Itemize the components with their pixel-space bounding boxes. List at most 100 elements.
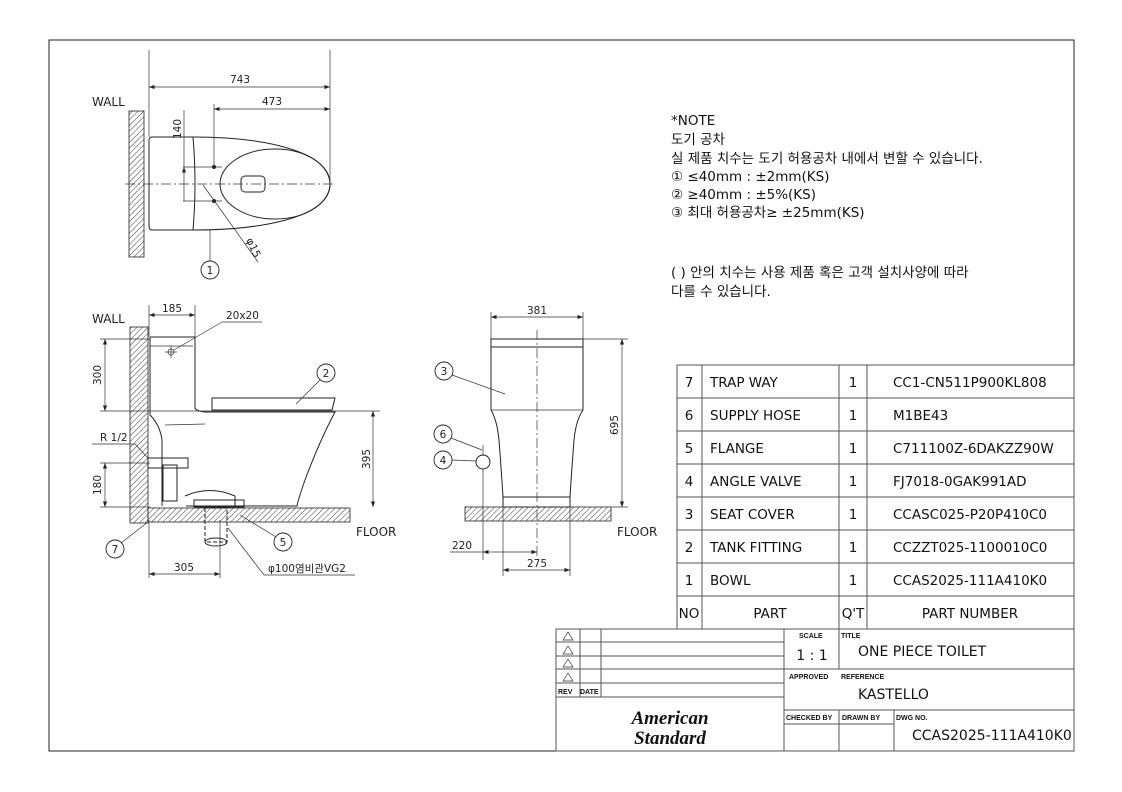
dim-275: 275 <box>527 558 547 570</box>
seat <box>211 397 336 411</box>
revision-triangle-icon <box>562 645 574 655</box>
table-cell-part-number: CC1-CN511P900KL808 <box>893 375 1047 391</box>
side-view: WALL 185 20x20 300 395 180 <box>92 303 396 578</box>
table-cell-part: TRAP WAY <box>709 375 779 391</box>
rev-label: REV <box>558 689 573 696</box>
svg-text:6: 6 <box>440 429 447 441</box>
dwg-no-value: CCAS2025-111A410K0 <box>912 728 1072 744</box>
note-line: ( ) 안의 치수는 사용 제품 혹은 고객 설치사양에 따라 <box>671 265 969 281</box>
scale-label: SCALE <box>799 633 823 640</box>
floor-label-side: FLOOR <box>356 525 396 539</box>
table-cell-part: SUPPLY HOSE <box>710 408 801 424</box>
table-cell-part: SEAT COVER <box>710 507 795 523</box>
balloon-2 <box>316 363 336 383</box>
dim-300: 300 <box>92 365 104 385</box>
wall-hatch-side <box>129 326 149 524</box>
angle-valve-side <box>147 457 189 469</box>
approved-label: APPROVED <box>789 674 828 681</box>
dim-phi15: φ15 <box>243 236 262 259</box>
drain-pipe <box>204 507 228 543</box>
svg-text:7: 7 <box>112 544 119 556</box>
pipe-spec: φ100염비관VG2 <box>268 563 346 575</box>
flange <box>193 499 245 508</box>
dim-220: 220 <box>452 540 472 552</box>
title-value: ONE PIECE TOILET <box>858 644 987 660</box>
reference-label: REFERENCE <box>841 674 885 681</box>
dim-20x20: 20x20 <box>226 310 259 322</box>
top-view: WALL 743 473 140 φ15 1 <box>92 50 336 280</box>
balloon-7 <box>105 539 125 559</box>
table-cell-no: 3 <box>685 507 694 523</box>
wall-label-side: WALL <box>92 312 125 326</box>
floor-hatch-side <box>147 507 351 523</box>
dwg-no-label: DWG NO. <box>896 715 928 722</box>
dim-395: 395 <box>361 449 373 469</box>
drawn-by-label: DRAWN BY <box>842 715 880 722</box>
table-cell-part-number: FJ7018-0GAK991AD <box>893 474 1027 490</box>
dim-473: 473 <box>262 96 282 108</box>
dim-180: 180 <box>92 475 104 495</box>
note-heading: *NOTE <box>671 113 715 129</box>
table-cell-no: 7 <box>685 375 694 391</box>
revision-triangle-icon <box>562 658 574 668</box>
revision-triangle-icon <box>562 631 574 641</box>
note-block: *NOTE 도기 공차 실 제품 치수는 도기 허용공차 내에서 변할 수 있습… <box>671 113 983 300</box>
svg-text:3: 3 <box>441 366 448 378</box>
toilet-profile <box>150 336 336 507</box>
table-cell-part-number: CCASC025-P20P410C0 <box>893 507 1047 523</box>
dim-r12: R 1/2 <box>100 432 128 444</box>
toilet-outline-top <box>148 136 331 231</box>
svg-text:4: 4 <box>440 455 447 467</box>
balloon-1 <box>200 260 220 280</box>
table-cell-no: 5 <box>685 441 694 457</box>
svg-text:2: 2 <box>323 368 330 380</box>
table-cell-part-number: M1BE43 <box>893 408 948 424</box>
note-line: ① ≤40mm : ±2mm(KS) <box>671 169 829 185</box>
wall-label: WALL <box>92 95 125 109</box>
note-line: 다를 수 있습니다. <box>671 284 771 300</box>
note-line: ② ≥40mm : ±5%(KS) <box>671 187 816 203</box>
dim-185: 185 <box>162 303 182 315</box>
table-cell-part-number: C711100Z-6DAKZZ90W <box>893 441 1054 457</box>
table-cell-qty: 1 <box>849 408 858 424</box>
table-cell-no: 2 <box>685 540 694 556</box>
supply-pipe-side <box>162 464 178 502</box>
note-line: 도기 공차 <box>671 132 726 148</box>
table-cell-part-number: CCZZT025-1100010C0 <box>893 540 1047 556</box>
dim-743: 743 <box>230 74 250 86</box>
table-cell-qty: 1 <box>849 507 858 523</box>
table-cell-part: FLANGE <box>710 441 764 457</box>
revision-triangle-icon <box>562 672 574 682</box>
table-cell-no: 4 <box>685 474 694 490</box>
dim-305: 305 <box>174 562 194 574</box>
reference-value: KASTELLO <box>858 687 929 703</box>
revision-triangles <box>562 631 574 682</box>
date-label: DATE <box>580 689 599 696</box>
balloon-6 <box>433 424 453 444</box>
table-header-qty: Q'T <box>842 606 865 622</box>
hole-leader <box>202 184 259 263</box>
american-standard-logo: Standard <box>634 728 706 749</box>
parts-table: 7 TRAP WAY 1 CC1-CN511P900KL808 6 SUPPLY HOSE… <box>676 364 1075 630</box>
trap-way <box>184 490 236 506</box>
checked-by-label: CHECKED BY <box>786 715 833 722</box>
table-cell-qty: 1 <box>849 540 858 556</box>
floor-hatch-front <box>464 506 612 522</box>
table-header-no: NO <box>679 606 700 622</box>
scale-value: 1 : 1 <box>796 648 827 664</box>
dim-381: 381 <box>527 305 547 317</box>
dim-140: 140 <box>172 119 184 139</box>
table-cell-qty: 1 <box>849 375 858 391</box>
table-cell-qty: 1 <box>849 474 858 490</box>
front-view: 381 695 220 275 FLOOR 3 6 4 <box>433 305 657 576</box>
angle-valve-front <box>475 454 491 470</box>
american-standard-logo: American <box>630 708 708 729</box>
title-label: TITLE <box>841 633 861 640</box>
table-cell-no: 1 <box>685 573 694 589</box>
balloon-4 <box>433 450 453 470</box>
tank-line <box>192 136 196 231</box>
table-cell-no: 6 <box>685 408 694 424</box>
floor-label-front: FLOOR <box>617 525 657 539</box>
svg-text:1: 1 <box>207 265 214 277</box>
